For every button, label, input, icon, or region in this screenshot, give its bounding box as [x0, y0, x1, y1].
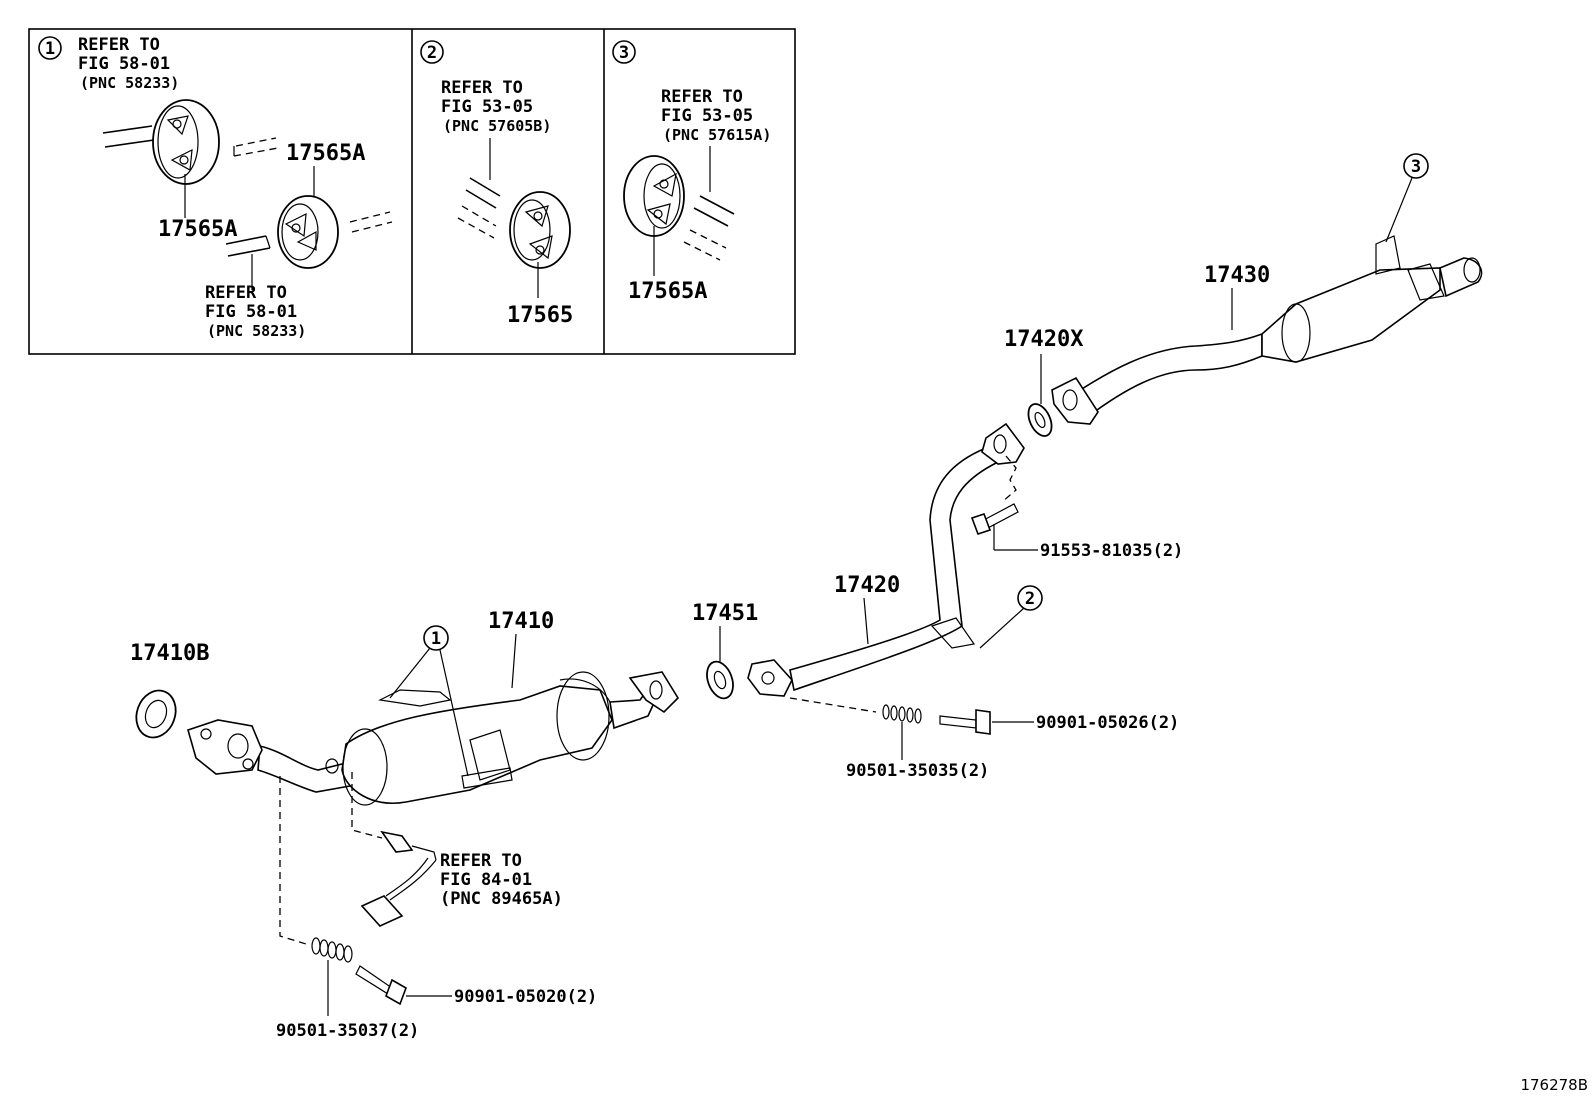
inset-1-refer-b-line-3: (PNC 58233) [207, 322, 306, 340]
inset-2-refer-line-2: FIG 53-05 [441, 97, 533, 117]
callout-1: 1 [431, 629, 441, 649]
hanger-rod-dashed [233, 137, 279, 157]
inset-2: 2 REFER TO FIG 53-05 (PNC 57605B) 17565 [420, 40, 573, 328]
bolt-rear [970, 455, 1019, 536]
part-17451-label: 17451 [692, 601, 758, 626]
inset-2-part: 17565 [507, 303, 573, 328]
gasket-front [135, 689, 177, 739]
inset-3-marker: 3 [619, 43, 629, 63]
inset-1-refer-line-3: (PNC 58233) [80, 74, 179, 92]
spring-mid [882, 704, 922, 724]
inset-2-marker: 2 [427, 43, 437, 63]
rubber-hanger [623, 155, 685, 237]
gasket-rear [1027, 403, 1053, 437]
part-17430-label: 17430 [1204, 263, 1270, 288]
part-17420X-label: 17420X [1004, 327, 1083, 352]
callout-3: 3 [1411, 157, 1421, 177]
part-17420-label: 17420 [834, 573, 900, 598]
inset-1-marker: 1 [45, 39, 55, 59]
tail-pipe-assembly [1051, 235, 1483, 425]
rubber-hanger-b [277, 195, 339, 269]
inset-2-refer-line-3: (PNC 57605B) [443, 117, 551, 135]
bolt-mid [939, 709, 991, 735]
inset-2-refer-line-1: REFER TO [441, 78, 523, 98]
hanger-rod [225, 211, 393, 257]
inset-3-part: 17565A [628, 279, 707, 304]
part-17410-label: 17410 [488, 609, 554, 634]
oxygen-sensor [351, 772, 437, 927]
part-91553-81035-label: 91553-81035(2) [1040, 541, 1183, 561]
inset-1-refer-line-2: FIG 58-01 [78, 54, 170, 74]
part-90901-05020-label: 90901-05020(2) [454, 987, 597, 1007]
bolt-front [355, 965, 407, 1006]
sensor-refer-line-1: REFER TO [440, 851, 522, 871]
part-90501-35035-label: 90501-35035(2) [846, 761, 989, 781]
inset-1: 1 REFER TO FIG 58-01 (PNC 58233) 17565A … [38, 35, 393, 340]
inset-1-refer-b-line-2: FIG 58-01 [205, 302, 297, 322]
inset-panels [28, 28, 796, 355]
inset-1-part-upper: 17565A [286, 141, 365, 166]
callout-2: 2 [1025, 589, 1035, 609]
front-pipe-assembly [187, 671, 680, 806]
part-90901-05026-label: 90901-05026(2) [1036, 713, 1179, 733]
part-17410B-label: 17410B [130, 641, 209, 666]
inset-3-refer-line-3: (PNC 57615A) [663, 126, 771, 144]
inset-3: 3 REFER TO FIG 53-05 (PNC 57615A) 17565A [612, 40, 771, 304]
rubber-hanger [509, 191, 571, 269]
hanger-rod [457, 177, 501, 239]
center-pipe [747, 422, 1025, 697]
rubber-hanger-a [152, 99, 220, 185]
sensor-refer-line-3: (PNC 89465A) [440, 889, 563, 909]
inset-3-refer-line-2: FIG 53-05 [661, 106, 753, 126]
inset-3-refer-line-1: REFER TO [661, 87, 743, 107]
gasket-mid [706, 660, 734, 700]
part-90501-35037-label: 90501-35037(2) [276, 1021, 419, 1041]
inset-1-refer-b-line-1: REFER TO [205, 283, 287, 303]
inset-1-refer-line-1: REFER TO [78, 35, 160, 55]
hanger-rod [102, 125, 155, 148]
hanger-rod [683, 195, 735, 261]
inset-1-part-lower: 17565A [158, 217, 237, 242]
sensor-refer-line-2: FIG 84-01 [440, 870, 532, 890]
figure-id: 176278B [1520, 1076, 1588, 1094]
spring-front [311, 937, 353, 963]
